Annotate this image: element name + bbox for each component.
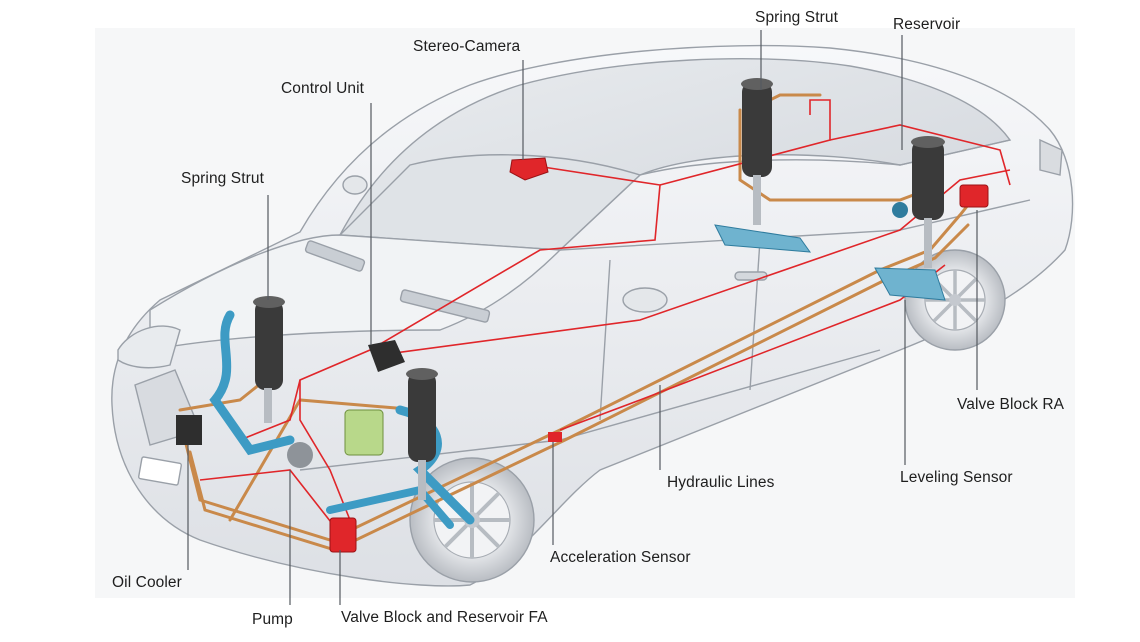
label-pump: Pump [252, 611, 293, 628]
pump-component [287, 409, 384, 468]
oil-cooler-component [176, 415, 202, 445]
label-spring-strut-front: Spring Strut [181, 170, 265, 187]
control-unit-component [368, 340, 405, 372]
stereo-camera-component [509, 157, 549, 181]
label-acceleration-sensor: Acceleration Sensor [550, 549, 691, 566]
front-right-strut-component [326, 368, 475, 529]
valve-block-ra-component [959, 184, 989, 208]
valve-block-fa-component [329, 517, 357, 553]
label-reservoir: Reservoir [893, 16, 961, 33]
label-stereo-camera: Stereo-Camera [413, 38, 521, 55]
label-hydraulic-lines: Hydraulic Lines [667, 474, 775, 491]
label-valve-block-ra: Valve Block RA [957, 396, 1065, 413]
label-spring-strut-rear: Spring Strut [755, 9, 839, 26]
label-leveling-sensor: Leveling Sensor [900, 469, 1013, 486]
rear-left-strut-component [714, 78, 812, 253]
rear-right-strut-component [874, 136, 946, 301]
label-control-unit: Control Unit [281, 80, 365, 97]
callout-leaders [187, 30, 978, 605]
acceleration-sensor-component [548, 432, 562, 442]
label-valve-block-fa: Valve Block and Reservoir FA [341, 609, 548, 626]
label-oil-cooler: Oil Cooler [112, 574, 182, 591]
front-left-strut-component [209, 296, 295, 456]
